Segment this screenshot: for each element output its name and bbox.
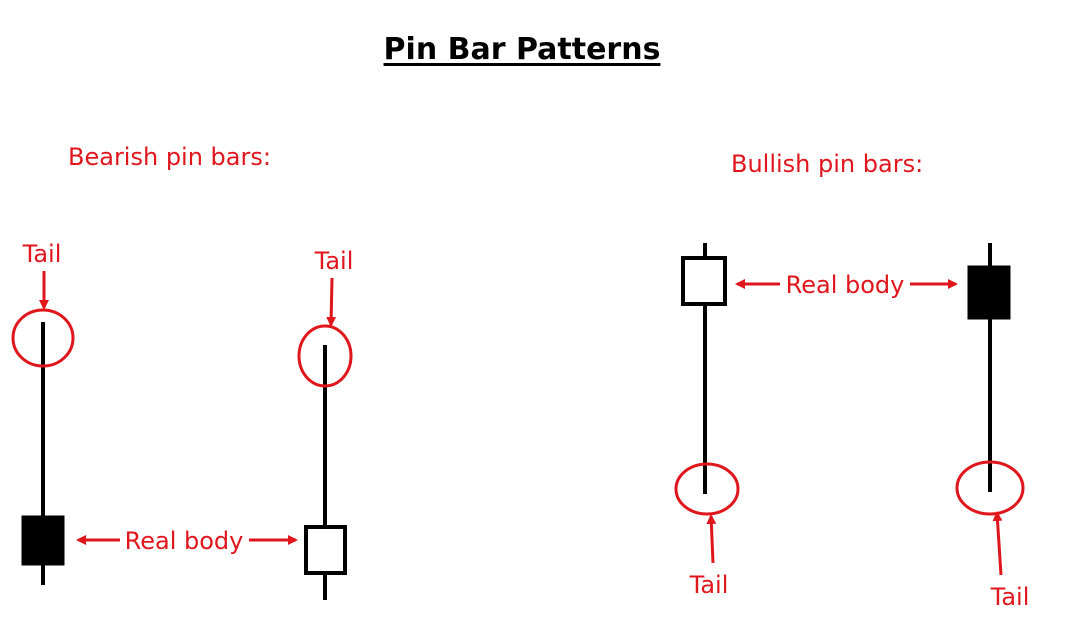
candle-real-body — [681, 256, 727, 306]
page-title: Pin Bar Patterns — [383, 32, 661, 67]
tail-label: Tail — [22, 240, 62, 268]
tail-highlight-circle — [11, 308, 75, 368]
candle-real-body — [304, 525, 347, 575]
tail-arrow — [326, 277, 337, 327]
bullish-candle-1 — [681, 243, 727, 494]
tail-label: Tail — [990, 583, 1030, 611]
tail-highlight-circle — [297, 324, 353, 388]
tail-label: Tail — [689, 571, 729, 599]
real-body-label: Real body — [125, 527, 244, 555]
real-body-label: Real body — [786, 271, 905, 299]
candle-real-body — [21, 515, 65, 566]
bullish-heading: Bullish pin bars: — [731, 150, 923, 178]
bearish-heading: Bearish pin bars: — [68, 143, 271, 171]
tail-arrow — [706, 514, 717, 564]
tail-highlight-circle — [955, 460, 1025, 516]
bullish-candle-2 — [967, 243, 1011, 492]
tail-label: Tail — [314, 247, 354, 275]
tail-arrow — [992, 511, 1003, 576]
tail-highlight-circle — [674, 462, 740, 516]
candle-real-body — [967, 265, 1011, 320]
